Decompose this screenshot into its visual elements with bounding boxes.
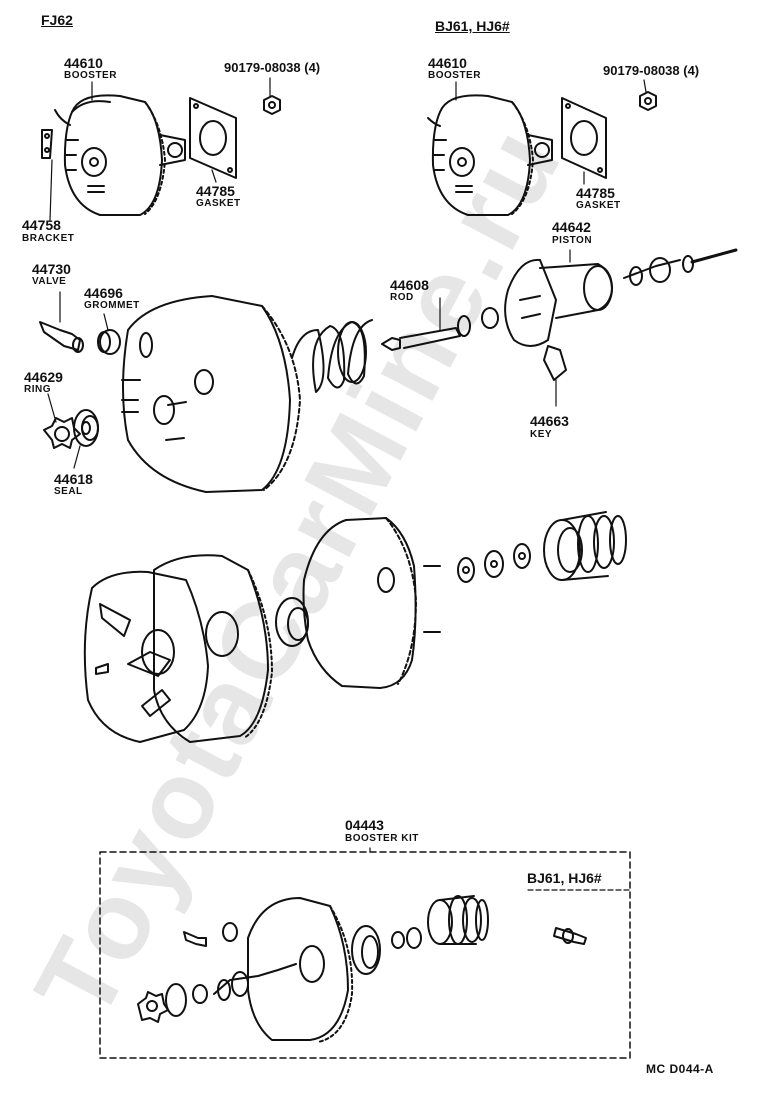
piston-drawing (505, 260, 612, 380)
key-name: KEY (530, 429, 553, 440)
push-rod-drawing (624, 250, 736, 285)
grommet-name: GROMMET (84, 300, 140, 311)
piston-name: PISTON (552, 235, 593, 246)
booster-left-number: 44610 (64, 55, 103, 71)
rod-name: ROD (390, 292, 414, 303)
gasket-left-number: 44785 (196, 183, 235, 199)
diaphragm-drawing (154, 555, 272, 742)
seal-number: 44618 (54, 471, 93, 487)
valve-number: 44730 (32, 261, 71, 277)
boot-drawing (544, 512, 626, 580)
ring-drawing (44, 418, 80, 448)
nut-right-drawing (640, 92, 656, 110)
ring-number: 44629 (24, 369, 63, 385)
bracket-number: 44758 (22, 217, 61, 233)
seal-drawing (74, 410, 98, 446)
rod-drawing (382, 308, 498, 350)
rear-housing-drawing (85, 572, 208, 742)
ring-name: RING (24, 384, 51, 395)
nut-left-number: 90179-08038 (4) (224, 60, 321, 75)
booster-right-drawing (428, 95, 552, 215)
gasket-right-name: GASKET (576, 200, 621, 211)
key-number: 44663 (530, 413, 569, 429)
rod-number: 44608 (390, 277, 429, 293)
gasket-left-drawing (190, 98, 236, 178)
front-shell-drawing (122, 296, 300, 492)
nut-right-number: 90179-08038 (4) (603, 63, 700, 78)
leader-lines (48, 78, 646, 468)
booster-right-number: 44610 (428, 55, 467, 71)
nut-left-drawing (264, 96, 280, 114)
header-bj61-hj6: BJ61, HJ6# (435, 18, 510, 34)
gasket-right-number: 44785 (576, 185, 615, 201)
gasket-right-drawing (562, 98, 606, 178)
grommet-number: 44696 (84, 285, 123, 301)
grommet-drawing (98, 330, 120, 354)
booster-kit-name: BOOSTER KIT (345, 833, 419, 844)
kit-header-bj61-hj6: BJ61, HJ6# (527, 870, 602, 886)
kit-parts-drawing (138, 896, 586, 1042)
booster-right-name: BOOSTER (428, 70, 481, 81)
rear-shell-drawing (304, 518, 441, 688)
figure-code: MC D044-A (646, 1062, 714, 1076)
booster-kit-frame (100, 852, 630, 1058)
booster-kit-number: 04443 (345, 817, 384, 833)
valve-drawing (40, 322, 83, 352)
bracket-name: BRACKET (22, 233, 75, 244)
valve-name: VALVE (32, 276, 67, 287)
gasket-left-name: GASKET (196, 198, 241, 209)
header-fj62: FJ62 (41, 12, 73, 28)
seal-name: SEAL (54, 486, 83, 497)
return-spring-drawing (292, 320, 372, 392)
piston-seal-drawing (276, 598, 308, 646)
booster-left-drawing (42, 95, 185, 215)
piston-number: 44642 (552, 219, 591, 235)
booster-left-name: BOOSTER (64, 70, 117, 81)
reaction-discs-drawing (458, 544, 530, 582)
